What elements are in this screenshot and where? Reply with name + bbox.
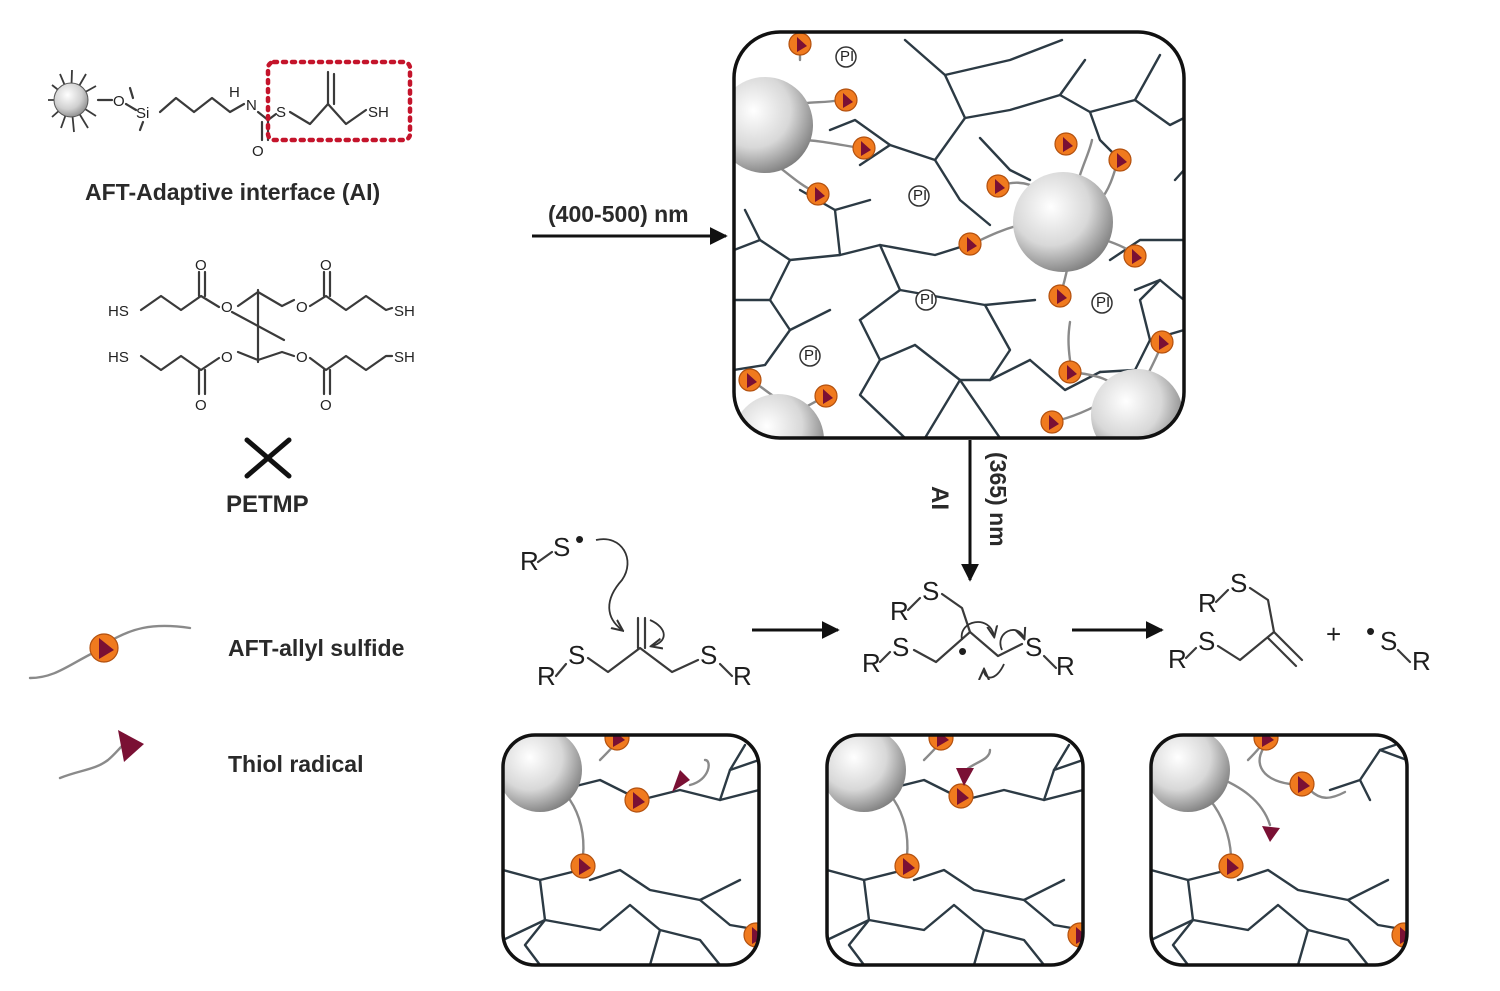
- allyl-sulfide-highlight-box: [265, 59, 413, 143]
- svg-text:PI: PI: [920, 291, 934, 308]
- legend-allyl-sulfide-label: AFT-allyl sulfide: [228, 635, 404, 661]
- intermediate-upper-s: S: [922, 576, 939, 606]
- product-radical-dot: •: [1366, 616, 1375, 646]
- visible-light-arrow: (400-500) nm: [532, 201, 728, 245]
- photoinitiator-marker: PI: [1091, 292, 1113, 314]
- legend-thiol-radical-label: Thiol radical: [228, 751, 363, 777]
- petmp-ester-oxygen: O: [221, 349, 233, 366]
- crosslinker-x-icon: [244, 437, 292, 479]
- petmp-thiol-group: HS: [108, 349, 129, 366]
- network-panel-frame: [732, 30, 1186, 440]
- petmp-label: PETMP: [226, 491, 309, 518]
- petmp-thiol-group: SH: [394, 303, 415, 320]
- plus-sign: +: [1326, 619, 1341, 649]
- product-structure: R S R S + • S R: [1168, 568, 1431, 676]
- intermediate-right-s: S: [1025, 632, 1042, 662]
- reaction-mechanism: R S • R S S R R S R S •: [520, 524, 1431, 691]
- adaptive-interface-abbrev: AI: [926, 486, 953, 510]
- product-lower-s: S: [1198, 626, 1215, 656]
- uv-wavelength-label: (365) nm: [985, 452, 1011, 547]
- petmp-ester-oxygen: O: [296, 299, 308, 316]
- svg-text:PI: PI: [1096, 294, 1110, 311]
- reactant-left-s: S: [568, 640, 585, 670]
- petmp-ester-oxygen: O: [296, 349, 308, 366]
- uv-light-arrow: (365) nm AI: [926, 440, 1011, 582]
- petmp-ester-oxygen: O: [221, 299, 233, 316]
- product-upper-r: R: [1198, 588, 1217, 618]
- atom-sulfur: S: [276, 104, 286, 121]
- panel-step-3: [1149, 733, 1409, 967]
- photoinitiator-marker: PI: [799, 345, 821, 367]
- intermediate-radical-dot: •: [958, 636, 967, 666]
- network-panel: PI PI PI PI PI: [732, 30, 1186, 440]
- legend-thiol-radical-icon: [58, 730, 144, 780]
- petmp-carbonyl-oxygen: O: [195, 397, 207, 414]
- radical-dot: •: [575, 524, 584, 554]
- reactant-right-r: R: [733, 661, 752, 691]
- silica-nanoparticle-icon: [48, 69, 97, 133]
- reactant-left-r: R: [537, 661, 556, 691]
- product-upper-s: S: [1230, 568, 1247, 598]
- petmp-carbonyl-oxygen: O: [195, 257, 207, 274]
- intermediate-structure: R S R S • S R: [862, 576, 1075, 681]
- petmp-thiol-group: HS: [108, 303, 129, 320]
- svg-text:PI: PI: [840, 48, 854, 65]
- petmp-molecule: O O HS O O SH O O HS O O SH PETMP: [108, 257, 415, 518]
- petmp-thiol-group: SH: [394, 349, 415, 366]
- legend-allyl-sulfide-icon: [28, 624, 192, 680]
- atom-hydrogen: H: [229, 84, 240, 101]
- svg-text:PI: PI: [804, 347, 818, 364]
- atom-carbonyl-oxygen: O: [252, 143, 264, 160]
- atom-nitrogen: N: [246, 97, 257, 114]
- product-lower-r: R: [1168, 644, 1187, 674]
- atom-oxygen: O: [113, 93, 125, 110]
- intermediate-upper-r: R: [890, 596, 909, 626]
- legend: AFT-allyl sulfide Thiol radical: [28, 624, 404, 780]
- panel-step-1: [501, 733, 761, 967]
- intermediate-lower-s: S: [892, 632, 909, 662]
- adaptive-interface-molecule: O Si N H O S SH AFT-Adaptive interface (…: [48, 59, 413, 205]
- radical-sulfur: S: [553, 532, 570, 562]
- atom-silicon: Si: [136, 105, 149, 122]
- photoinitiator-marker: PI: [915, 289, 937, 311]
- svg-text:PI: PI: [913, 187, 927, 204]
- intermediate-right-r: R: [1056, 651, 1075, 681]
- photoinitiator-marker: PI: [835, 46, 857, 68]
- petmp-carbonyl-oxygen: O: [320, 397, 332, 414]
- radical-r-group: R: [520, 546, 539, 576]
- reactant-structure: R S • R S S R: [520, 524, 752, 691]
- atom-thiol: SH: [368, 104, 389, 121]
- panel-step-2: [825, 733, 1085, 967]
- visible-light-wavelength-label: (400-500) nm: [548, 201, 689, 227]
- adaptive-interface-label: AFT-Adaptive interface (AI): [85, 179, 380, 205]
- reactant-right-s: S: [700, 640, 717, 670]
- product-radical-r: R: [1412, 646, 1431, 676]
- intermediate-lower-r: R: [862, 648, 881, 678]
- petmp-carbonyl-oxygen: O: [320, 257, 332, 274]
- product-radical-s: S: [1380, 626, 1397, 656]
- photoinitiator-marker: PI: [908, 185, 930, 207]
